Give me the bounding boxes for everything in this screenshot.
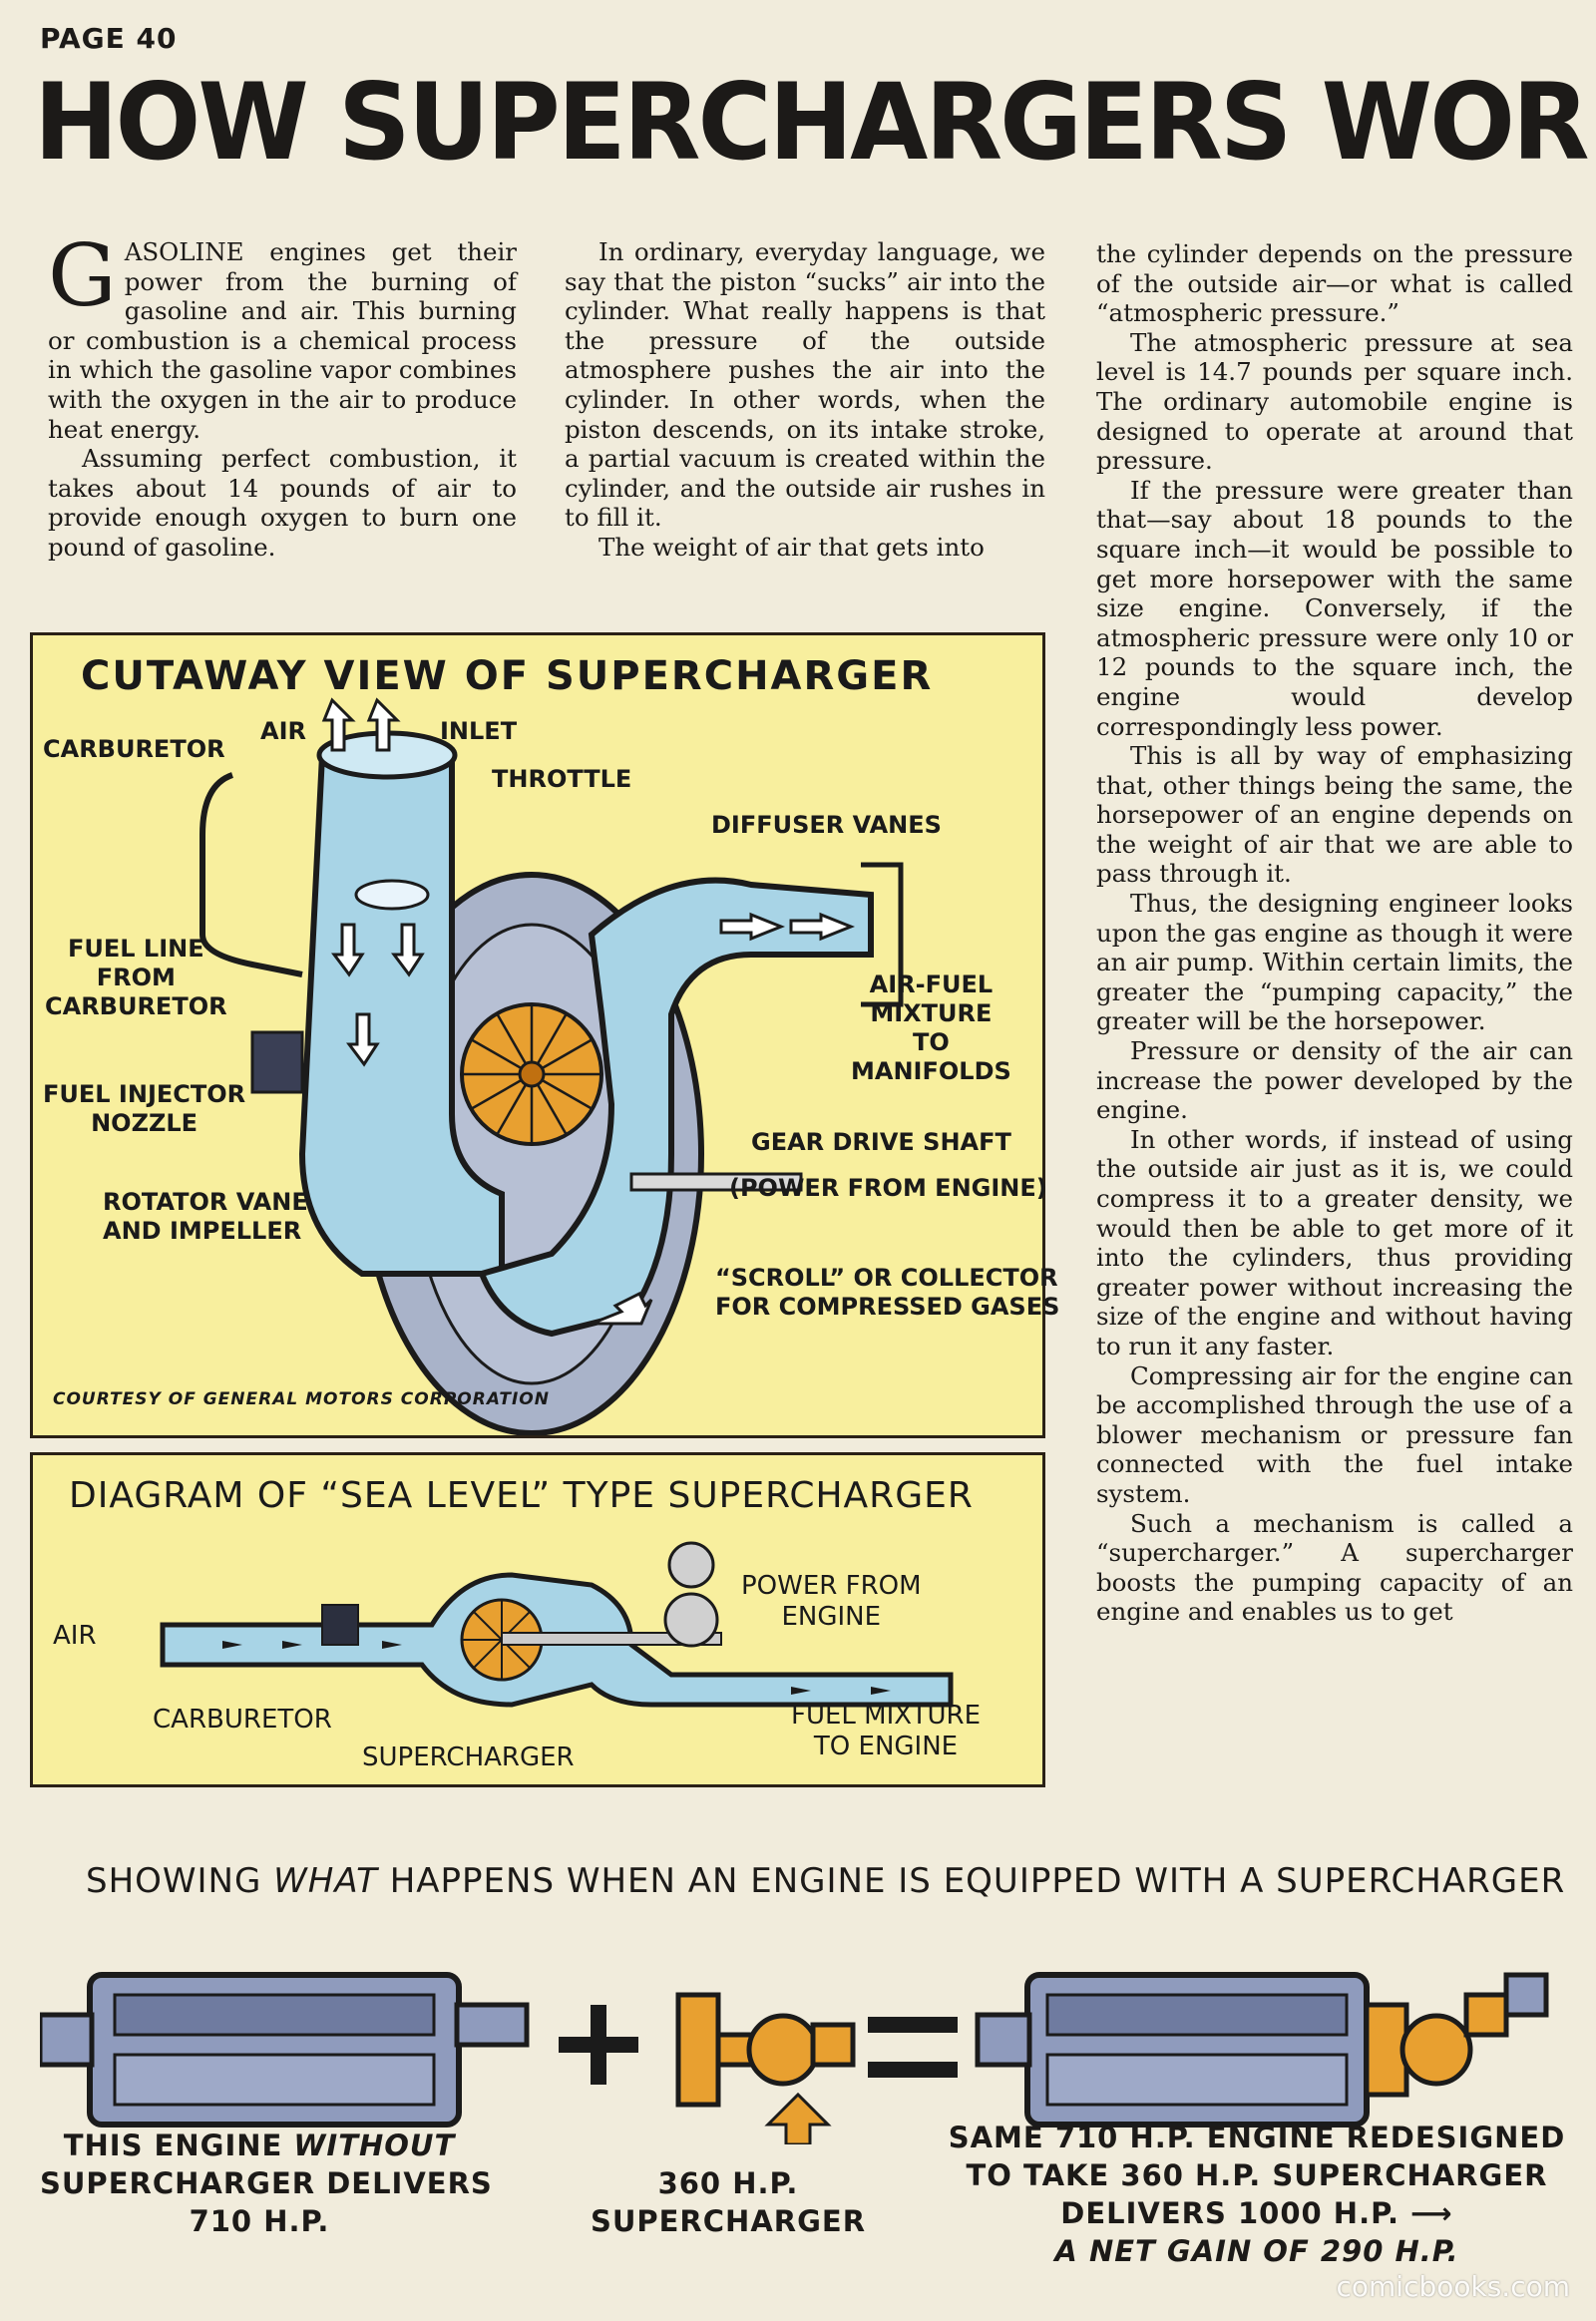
equation-title: SHOWING WHAT HAPPENS WHEN AN ENGINE IS E…	[86, 1861, 1564, 1901]
label-scroll-collector: “SCROLL” OR COLLECTOR FOR COMPRESSED GAS…	[715, 1264, 1060, 1321]
caption-emphasis: WITHOUT	[293, 2128, 456, 2162]
paragraph: Assuming perfect combustion, it takes ab…	[48, 444, 517, 562]
paragraph: This is all by way of emphasizing that, …	[1096, 741, 1573, 889]
label-carburetor: CARBURETOR	[153, 1705, 332, 1735]
label-supercharger: SUPERCHARGER	[362, 1742, 575, 1772]
title-text: SHOWING	[86, 1861, 274, 1901]
title-emphasis: WHAT	[273, 1861, 378, 1901]
caption-engine-without: THIS ENGINE WITHOUT SUPERCHARGER DELIVER…	[40, 2127, 492, 2240]
caption-supercharger: 360 H.P. SUPERCHARGER	[590, 2166, 867, 2238]
label-power-from-engine: POWER FROM ENGINE	[741, 1571, 922, 1632]
sea-level-diagram-panel: DIAGRAM OF “SEA LEVEL” TYPE SUPERCHARGER…	[30, 1452, 1045, 1787]
paragraph: Compressing air for the engine can be ac…	[1096, 1360, 1573, 1508]
label-inlet: INLET	[440, 717, 518, 745]
paragraph-text: ASOLINE engines get their power from the…	[48, 237, 517, 444]
label-carburetor: CARBURETOR	[43, 735, 225, 763]
paragraph: In other words, if instead of using the …	[1096, 1124, 1573, 1360]
equals-icon	[868, 2017, 958, 2078]
label-fuel-mixture: FUEL MIXTURE TO ENGINE	[791, 1701, 982, 1761]
paragraph: Pressure or density of the air can incre…	[1096, 1036, 1573, 1125]
paragraph: In ordinary, everyday language, we say t…	[565, 237, 1045, 533]
title-text: HAPPENS WHEN AN ENGINE IS EQUIPPED WITH …	[377, 1861, 1566, 1901]
watermark: comicbooks.com	[1336, 2270, 1570, 2303]
supercharger-cutaway-illustration	[200, 697, 904, 1435]
courtesy-credit: COURTESY OF GENERAL MOTORS CORPORATION	[53, 1389, 550, 1409]
label-fuel-injector: FUEL INJECTOR NOZZLE	[43, 1080, 246, 1137]
page-number: PAGE 40	[40, 22, 178, 55]
label-throttle: THROTTLE	[492, 765, 632, 793]
cutaway-title: CUTAWAY VIEW OF SUPERCHARGER	[81, 653, 934, 699]
drop-cap: G	[48, 226, 117, 326]
engine-with-supercharger-icon	[975, 1972, 1549, 2128]
paragraph: The atmospheric pressure at sea level is…	[1096, 327, 1573, 476]
label-air: AIR	[53, 1621, 97, 1651]
caption-engine-redesigned: SAME 710 H.P. ENGINE REDESIGNED TO TAKE …	[938, 2119, 1576, 2270]
label-power-from-engine: (POWER FROM ENGINE)	[729, 1174, 1047, 1202]
article-column-3: the cylinder depends on the pressure of …	[1096, 239, 1573, 1627]
caption-text: SAME 710 H.P. ENGINE REDESIGNED TO TAKE …	[948, 2121, 1566, 2230]
caption-text: THIS ENGINE	[63, 2128, 294, 2162]
label-diffuser-vanes: DIFFUSER VANES	[711, 811, 942, 839]
label-fuel-line: FUEL LINE FROM CARBURETOR	[45, 935, 227, 1020]
cutaway-diagram-panel: CUTAWAY VIEW OF SUPERCHARGER CARBURETOR …	[30, 632, 1059, 1438]
label-rotator-vane: ROTATOR VANE AND IMPELLER	[103, 1188, 308, 1245]
supercharger-icon	[675, 1992, 856, 2108]
plus-icon	[559, 2005, 638, 2085]
caption-emphasis: A NET GAIN OF 290 H.P.	[1054, 2234, 1459, 2268]
paragraph: Thus, the designing engineer looks upon …	[1096, 889, 1573, 1036]
paragraph: Such a mechanism is called a “supercharg…	[1096, 1508, 1573, 1627]
paragraph: The weight of air that gets into	[598, 532, 985, 562]
paragraph: the cylinder depends on the pressure of …	[1096, 239, 1573, 328]
up-arrow-icon	[764, 2092, 832, 2144]
article-column-2: In ordinary, everyday language, we say t…	[565, 237, 1045, 563]
paragraph: If the pressure were greater than that—s…	[1096, 475, 1573, 741]
page-title: HOW SUPERCHARGERS WORK	[34, 60, 1596, 185]
sea-level-supercharger-illustration	[160, 1541, 954, 1708]
label-gear-drive-shaft: GEAR DRIVE SHAFT	[751, 1128, 1011, 1156]
engine-equation-illustration	[40, 1972, 1549, 2144]
engine-icon	[40, 1972, 530, 2128]
label-air-fuel-mixture: AIR-FUEL MIXTURE TO MANIFOLDS	[851, 970, 1011, 1085]
sea-level-title: DIAGRAM OF “SEA LEVEL” TYPE SUPERCHARGER	[69, 1475, 974, 1516]
label-air: AIR	[260, 717, 306, 745]
caption-text: SUPERCHARGER DELIVERS 710 H.P.	[40, 2166, 493, 2238]
